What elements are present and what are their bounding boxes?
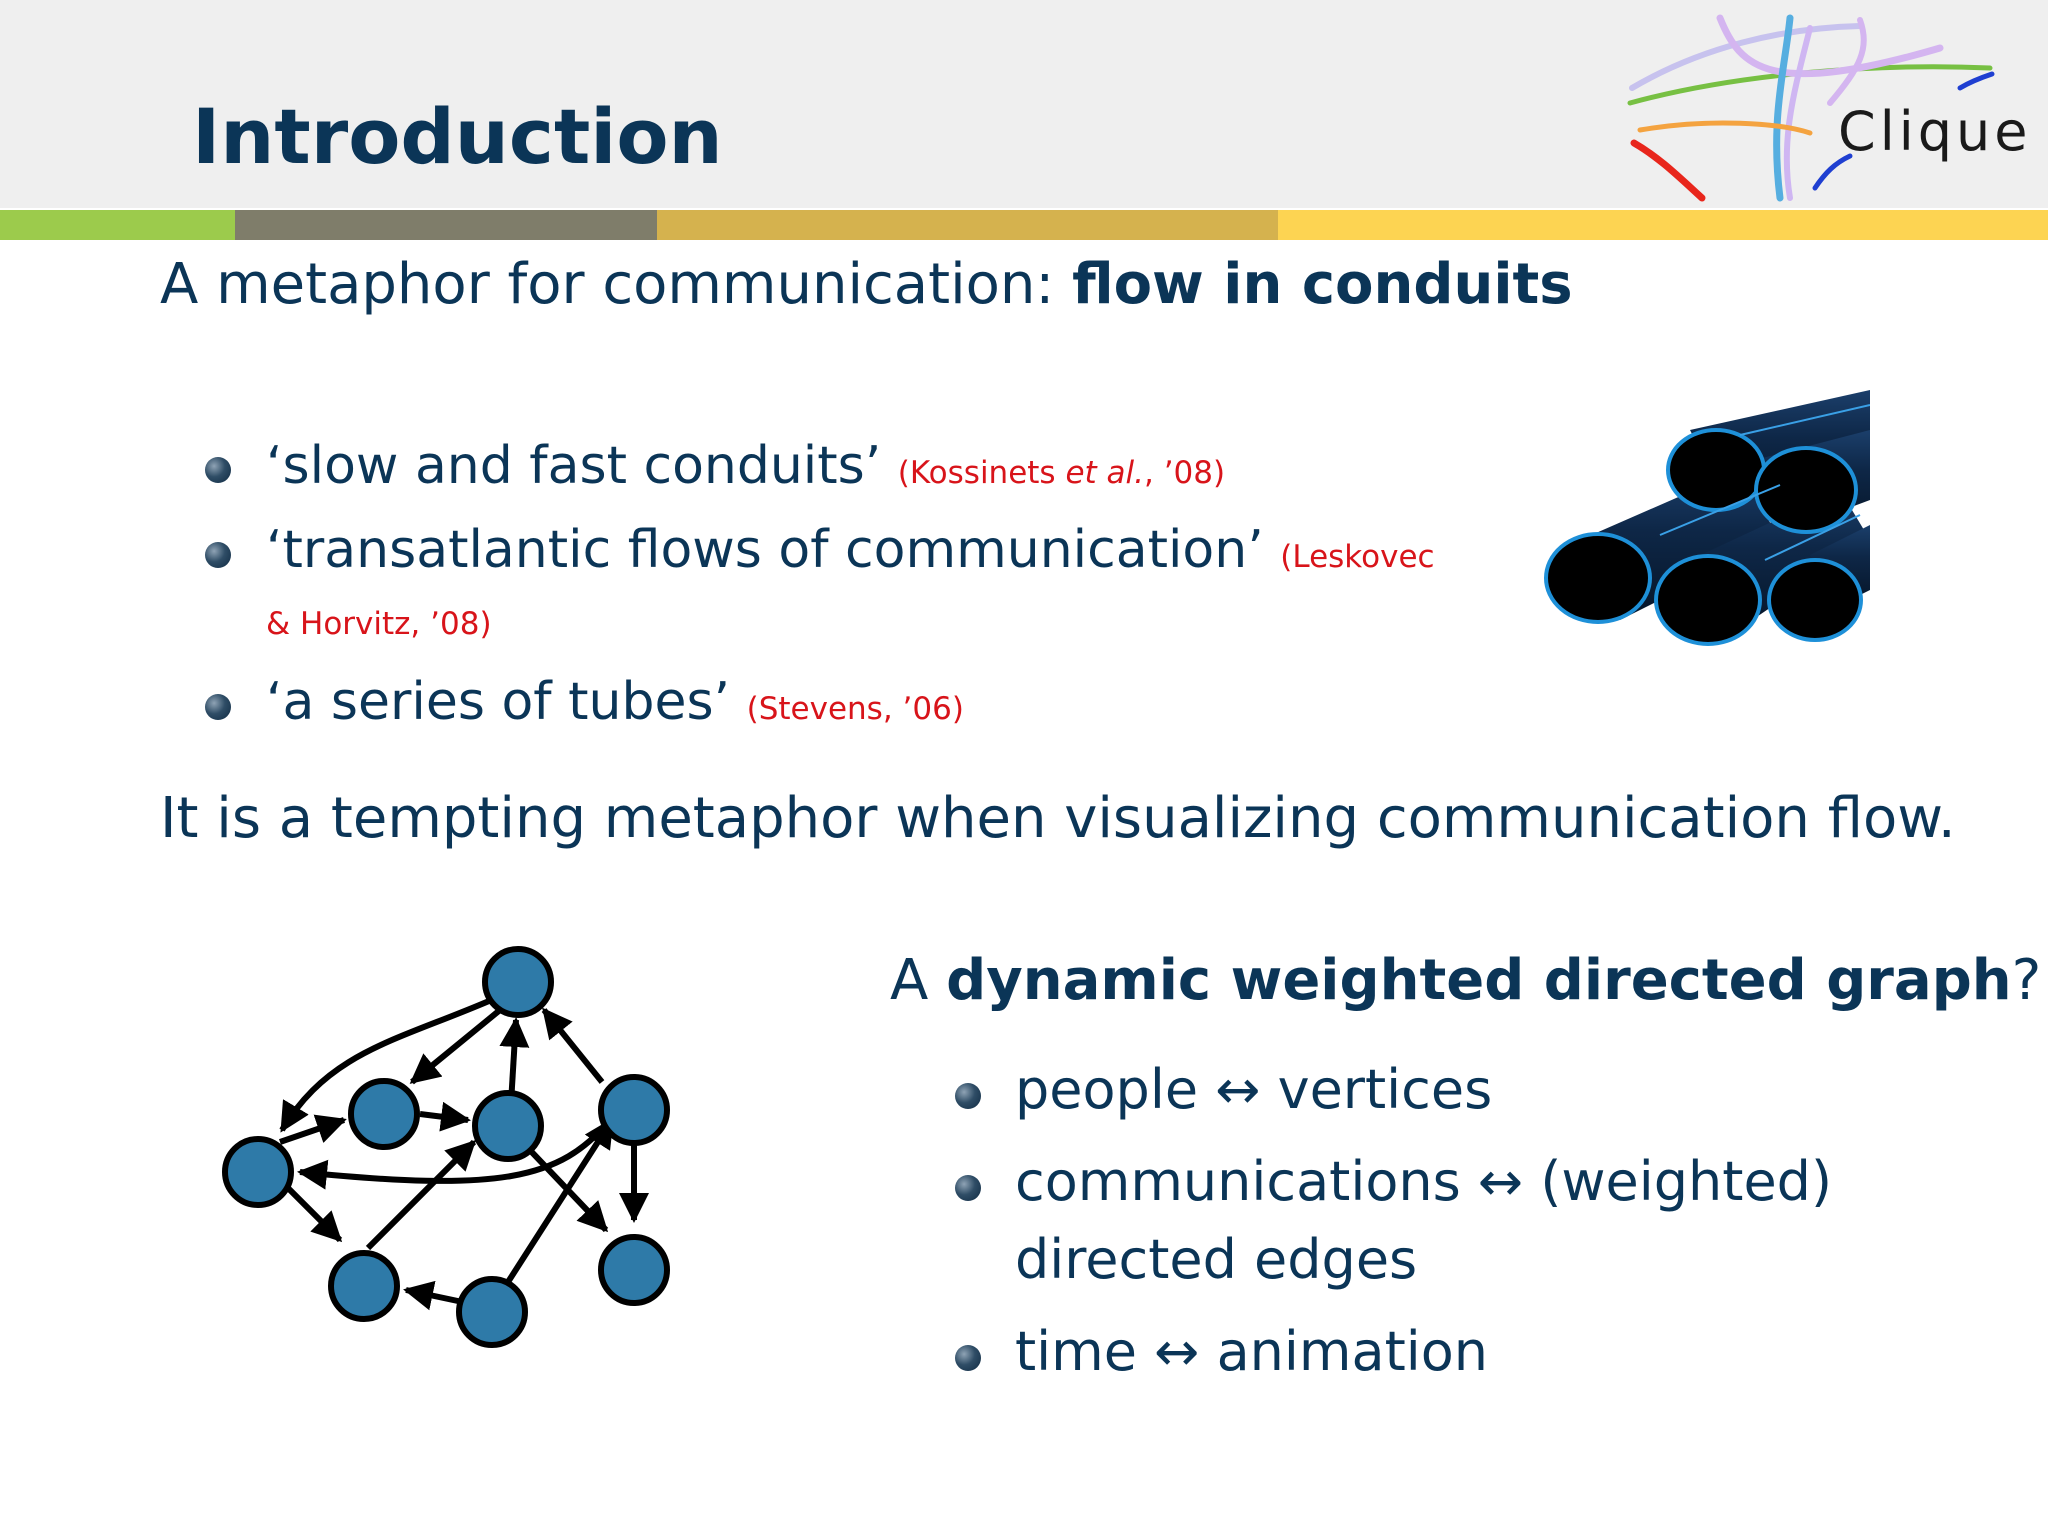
bullet-item-1: ‘slow and fast conduits’ (Kossinets et a… bbox=[266, 436, 1225, 496]
graph-node bbox=[472, 1090, 544, 1162]
graph-question-suffix: ? bbox=[2011, 948, 2042, 1013]
metaphor-statement: It is a tempting metaphor when visualizi… bbox=[160, 786, 1956, 851]
bullet-icon bbox=[955, 1345, 981, 1371]
bullet-item-3-text: ‘a series of tubes’ bbox=[266, 672, 731, 732]
mapping-item-2-cont: directed edges bbox=[1015, 1228, 1418, 1291]
bullet-icon bbox=[205, 457, 231, 483]
graph-node bbox=[328, 1250, 400, 1322]
heading-prefix: A metaphor for communication: bbox=[160, 252, 1055, 317]
bullet-icon bbox=[205, 694, 231, 720]
header-stripe-yellow bbox=[1278, 210, 2048, 240]
section-heading: A metaphor for communication: flow in co… bbox=[160, 252, 1573, 317]
directed-graph-illustration bbox=[222, 946, 670, 1348]
pipes-image bbox=[1544, 390, 1870, 646]
graph-question-prefix: A bbox=[890, 948, 947, 1013]
bullet-item-2-citation: (Leskovec bbox=[1280, 539, 1435, 575]
bullet-item-1-text: ‘slow and fast conduits’ bbox=[266, 436, 882, 496]
bullet-icon bbox=[205, 542, 231, 568]
bullet-item-3-citation: (Stevens, ’06) bbox=[746, 691, 964, 727]
graph-node bbox=[598, 1074, 670, 1146]
mapping-item-2: communications ↔ (weighted) bbox=[1015, 1150, 1833, 1213]
graph-question: A dynamic weighted directed graph? bbox=[890, 948, 2041, 1013]
bullet-icon bbox=[955, 1175, 981, 1201]
mapping-item-1: people ↔ vertices bbox=[1015, 1058, 1493, 1121]
bullet-item-2-citation-cont: & Horvitz, ’08) bbox=[266, 606, 492, 642]
logo-text: Clique bbox=[1838, 100, 2032, 163]
header-stripe-green bbox=[0, 210, 235, 240]
bullet-item-1-citation: (Kossinets et al., ’08) bbox=[897, 455, 1226, 491]
slide-title: Introduction bbox=[192, 92, 723, 181]
graph-node bbox=[456, 1276, 528, 1348]
clique-logo-icon bbox=[1627, 14, 1995, 202]
graph-node bbox=[598, 1234, 670, 1306]
graph-node bbox=[222, 1136, 294, 1208]
graph-node bbox=[348, 1078, 420, 1150]
bullet-item-2-text: ‘transatlantic flows of communication’ bbox=[266, 520, 1264, 580]
slide-header bbox=[0, 0, 2048, 208]
bullet-icon bbox=[955, 1083, 981, 1109]
graph-question-emphasis: dynamic weighted directed graph bbox=[946, 948, 2012, 1013]
mapping-item-3: time ↔ animation bbox=[1015, 1320, 1489, 1383]
bullet-item-3: ‘a series of tubes’ (Stevens, ’06) bbox=[266, 672, 964, 732]
header-stripe-olive bbox=[235, 210, 657, 240]
header-stripe-gold bbox=[657, 210, 1278, 240]
bullet-item-2: ‘transatlantic flows of communication’ (… bbox=[266, 520, 1435, 580]
heading-emphasis: flow in conduits bbox=[1072, 252, 1573, 317]
graph-node bbox=[482, 946, 554, 1018]
